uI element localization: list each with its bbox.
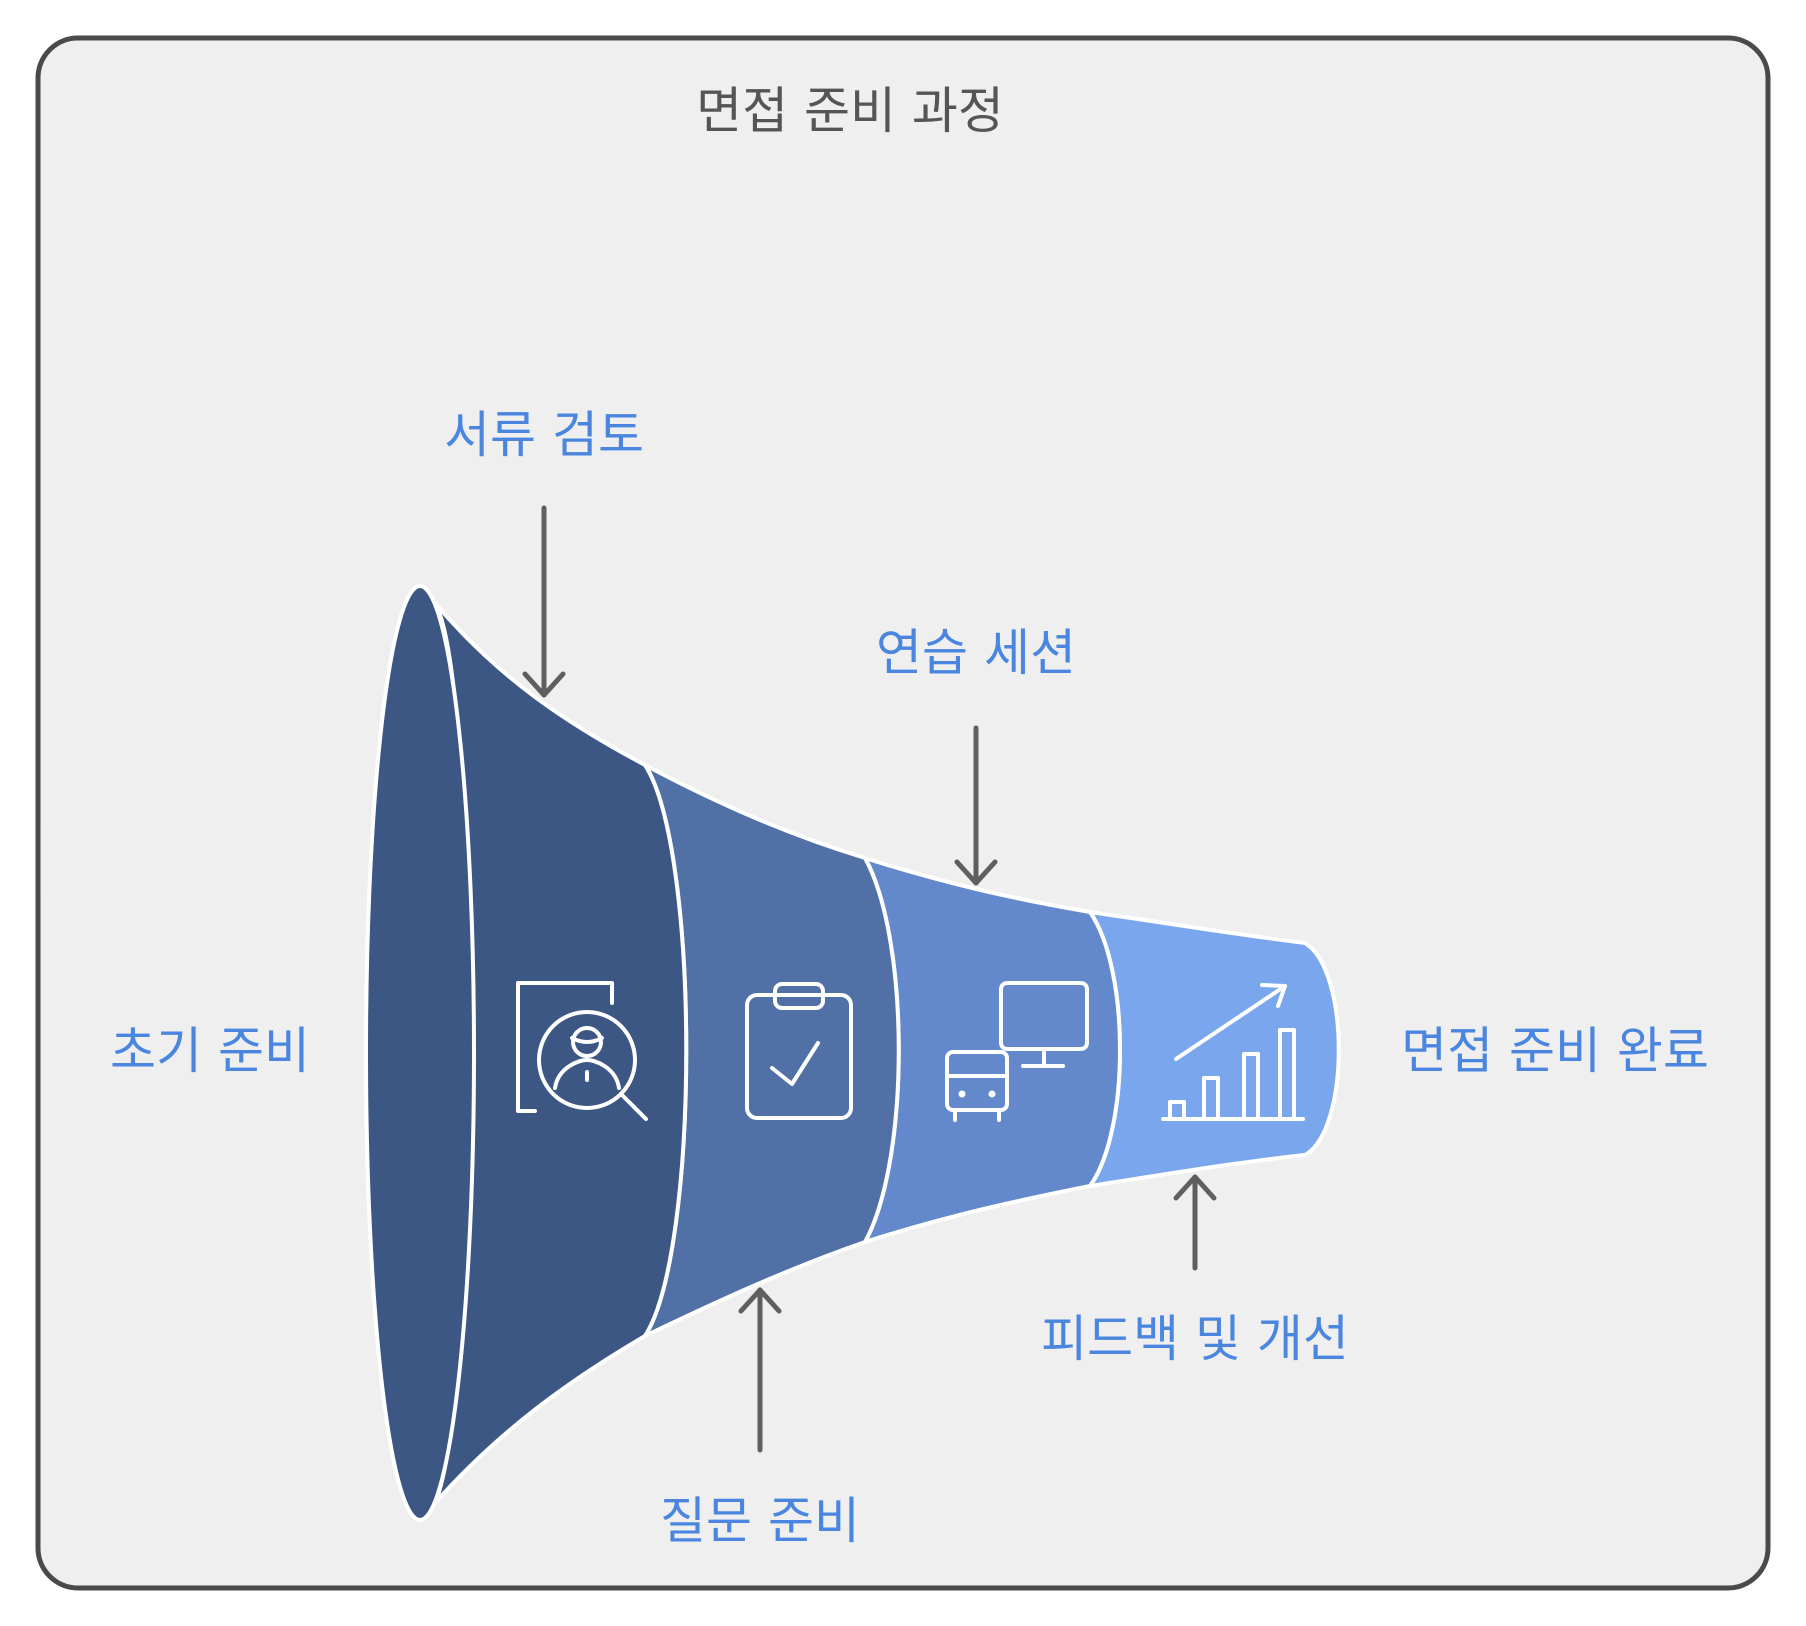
frame (35, 35, 1771, 1591)
end-label: 면접 준비 완료 (1401, 1022, 1709, 1080)
monitor-bus-icon (945, 981, 1089, 1122)
clipboard-check-icon (745, 982, 853, 1120)
document-person-search-icon (516, 981, 648, 1121)
arrow-stage-3 (954, 725, 998, 886)
arrow-stage-2 (738, 1287, 782, 1453)
arrow-stage-4 (1173, 1174, 1217, 1271)
stage-label-4: 피드백 및 개선 (1041, 1310, 1349, 1368)
page-title: 면접 준비 과정 (696, 82, 1004, 140)
arrow-stage-1 (522, 505, 566, 698)
stage-label-3: 연습 세션 (876, 624, 1076, 682)
stage-label-1: 서류 검토 (444, 406, 644, 464)
funnel-mouth (364, 584, 476, 1522)
growth-chart-icon (1161, 983, 1305, 1121)
funnel-segment-4 (1085, 909, 1341, 1189)
start-label: 초기 준비 (110, 1022, 310, 1080)
stage-label-2: 질문 준비 (660, 1492, 860, 1550)
